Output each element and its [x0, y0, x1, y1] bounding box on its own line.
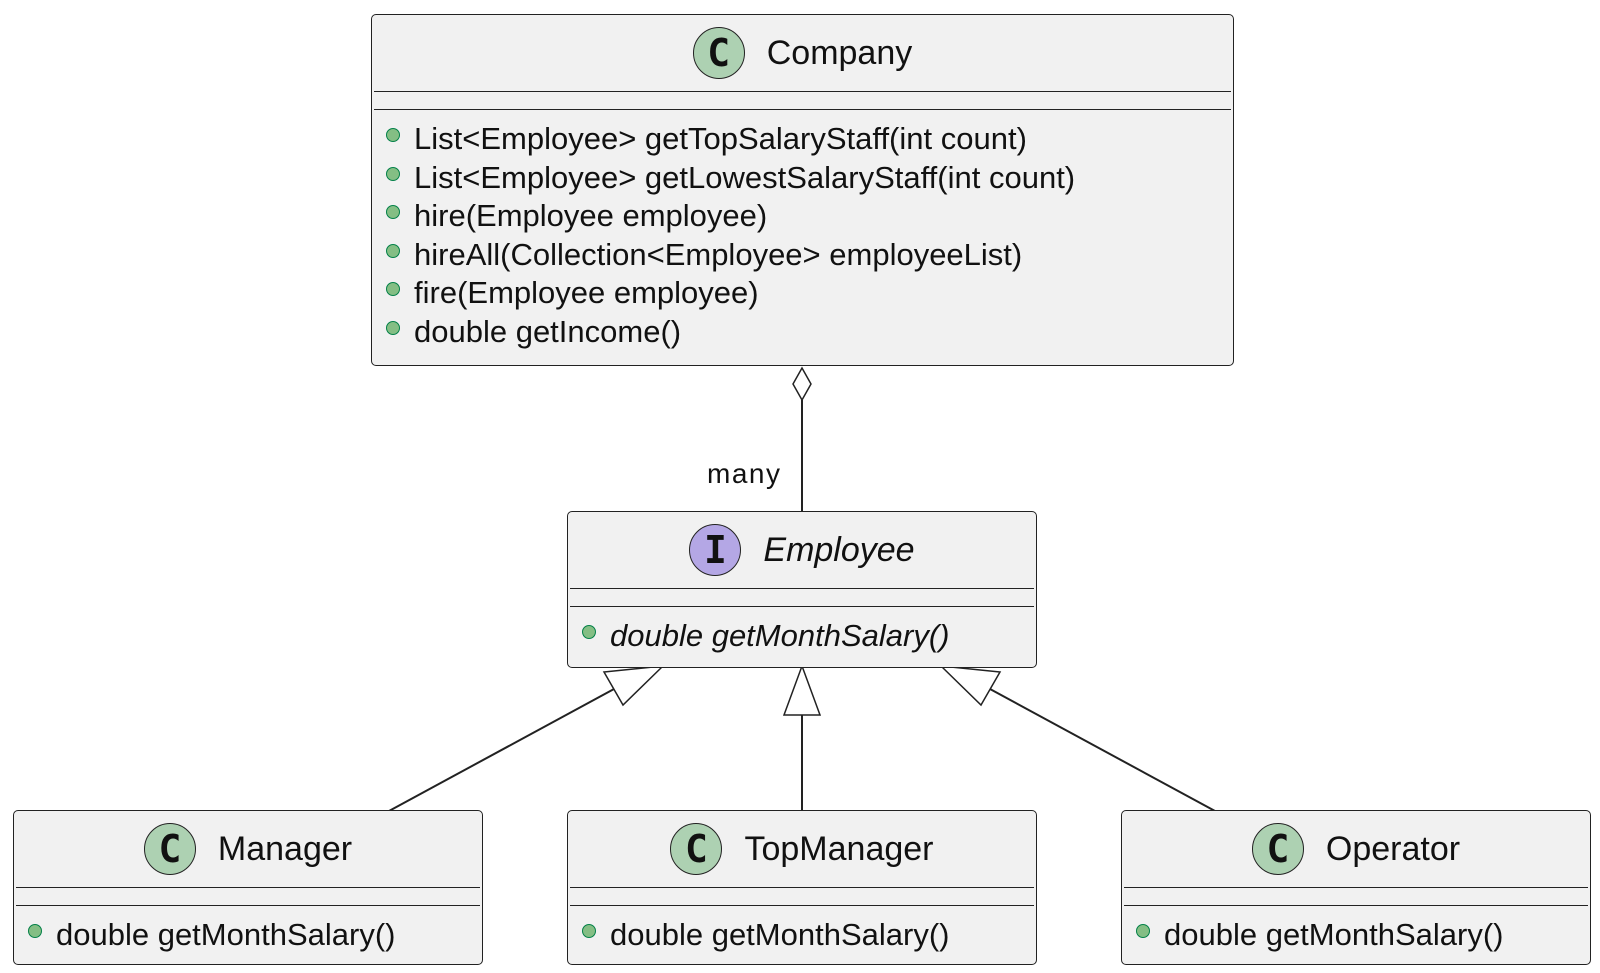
methods-divider — [374, 109, 1231, 110]
methods-divider — [570, 905, 1034, 906]
public-visibility-icon — [386, 166, 400, 181]
class-topmanager[interactable]: C TopManager double getMonthSalary() — [567, 810, 1037, 965]
attributes-compartment — [16, 887, 480, 905]
class-header: C Company — [372, 15, 1233, 91]
methods-compartment: double getMonthSalary() — [568, 906, 1036, 963]
class-header: C TopManager — [568, 811, 1036, 887]
attributes-compartment — [1124, 887, 1588, 905]
method-signature: double getMonthSalary() — [610, 618, 950, 654]
method-item: double getMonthSalary() — [582, 617, 1036, 656]
class-manager[interactable]: C Manager double getMonthSalary() — [13, 810, 483, 965]
methods-compartment: List<Employee> getTopSalaryStaff(int cou… — [372, 110, 1233, 359]
method-item: double getMonthSalary() — [1136, 916, 1590, 955]
method-signature: hire(Employee employee) — [414, 198, 768, 234]
realization-line-manager — [388, 688, 615, 812]
class-operator[interactable]: C Operator double getMonthSalary() — [1121, 810, 1591, 965]
method-item: double getMonthSalary() — [28, 916, 482, 955]
multiplicity-label: many — [707, 458, 782, 489]
attributes-compartment — [570, 588, 1034, 606]
methods-divider — [16, 905, 480, 906]
method-signature: double getIncome() — [414, 313, 682, 349]
class-c-icon: C — [1251, 823, 1304, 875]
class-c-icon: C — [143, 823, 196, 875]
class-c-icon: C — [670, 823, 723, 875]
public-visibility-icon — [386, 282, 400, 297]
public-visibility-icon — [386, 320, 400, 335]
realization-arrowhead-topmanager — [782, 663, 822, 716]
public-visibility-icon — [582, 625, 596, 640]
interface-employee[interactable]: I Employee double getMonthSalary() — [567, 511, 1037, 668]
method-signature: hireAll(Collection<Employee> employeeLis… — [414, 236, 1023, 272]
class-name: Employee — [763, 530, 915, 569]
aggregation-diamond — [792, 366, 812, 402]
public-visibility-icon — [28, 924, 42, 939]
class-name: TopManager — [744, 829, 934, 868]
class-name: Manager — [217, 829, 353, 868]
method-signature: double getMonthSalary() — [610, 917, 950, 953]
public-visibility-icon — [386, 205, 400, 220]
method-item: hire(Employee employee) — [386, 197, 1233, 236]
method-signature: double getMonthSalary() — [1164, 917, 1504, 953]
methods-compartment: double getMonthSalary() — [568, 607, 1036, 664]
public-visibility-icon — [582, 924, 596, 939]
method-item: List<Employee> getTopSalaryStaff(int cou… — [386, 120, 1233, 159]
methods-divider — [570, 606, 1034, 607]
realization-arrowhead-manager — [602, 665, 666, 707]
method-item: hireAll(Collection<Employee> employeeLis… — [386, 236, 1233, 275]
methods-compartment: double getMonthSalary() — [14, 906, 482, 963]
methods-divider — [1124, 905, 1588, 906]
public-visibility-icon — [386, 128, 400, 143]
class-header: C Operator — [1122, 811, 1590, 887]
method-signature: double getMonthSalary() — [56, 917, 396, 953]
method-item: List<Employee> getLowestSalaryStaff(int … — [386, 159, 1233, 198]
method-signature: List<Employee> getTopSalaryStaff(int cou… — [414, 121, 1027, 157]
attributes-compartment — [570, 887, 1034, 905]
class-header: C Manager — [14, 811, 482, 887]
realization-line-operator — [989, 688, 1216, 812]
method-item: fire(Employee employee) — [386, 274, 1233, 313]
method-signature: fire(Employee employee) — [414, 275, 759, 311]
public-visibility-icon — [1136, 924, 1150, 939]
method-item: double getIncome() — [386, 313, 1233, 352]
class-name: Company — [766, 33, 913, 72]
class-header: I Employee — [568, 512, 1036, 588]
method-signature: List<Employee> getLowestSalaryStaff(int … — [414, 159, 1076, 195]
attributes-compartment — [374, 91, 1231, 109]
class-company[interactable]: C Company List<Employee> getTopSalarySta… — [371, 14, 1234, 366]
interface-i-icon: I — [689, 524, 742, 576]
public-visibility-icon — [386, 243, 400, 258]
methods-compartment: double getMonthSalary() — [1122, 906, 1590, 963]
class-name: Operator — [1325, 829, 1461, 868]
realization-arrowhead-operator — [938, 665, 1002, 707]
class-c-icon: C — [692, 27, 745, 79]
method-item: double getMonthSalary() — [582, 916, 1036, 955]
